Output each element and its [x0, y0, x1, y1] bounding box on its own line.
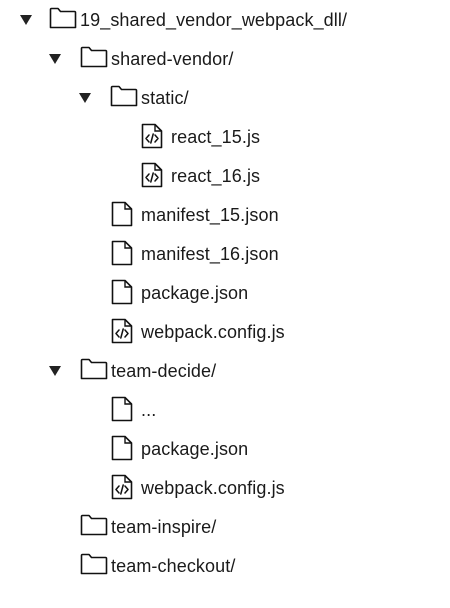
chevron-down-icon[interactable] — [20, 15, 32, 25]
tree-item-label: manifest_15.json — [141, 205, 279, 225]
file-icon — [111, 435, 133, 466]
tree-item-label: react_16.js — [171, 166, 261, 186]
code-file-icon — [111, 474, 133, 505]
file-icon — [111, 201, 133, 232]
tree-item-label: team-inspire/ — [111, 517, 217, 537]
tree-item-label: react_15.js — [171, 127, 261, 147]
tree-item-label: package.json — [141, 283, 249, 303]
folder-icon — [80, 553, 108, 580]
code-file-icon — [141, 162, 163, 193]
file-icon — [111, 240, 133, 271]
tree-item-label: static/ — [141, 88, 189, 108]
folder-icon — [110, 85, 138, 112]
tree-item-label: webpack.config.js — [141, 478, 285, 498]
folder-icon — [80, 514, 108, 541]
tree-item-label: team-checkout/ — [111, 556, 236, 576]
chevron-down-icon[interactable] — [49, 366, 61, 376]
code-file-icon — [111, 318, 133, 349]
tree-item-label: manifest_16.json — [141, 244, 279, 264]
tree-item-label: shared-vendor/ — [111, 49, 234, 69]
tree-item-label: 19_shared_vendor_webpack_dll/ — [80, 10, 348, 30]
file-icon — [111, 396, 133, 427]
chevron-down-icon[interactable] — [49, 54, 61, 64]
tree-item-label: webpack.config.js — [141, 322, 285, 342]
folder-icon — [49, 7, 77, 34]
chevron-down-icon[interactable] — [79, 93, 91, 103]
tree-item-label: ... — [141, 400, 157, 420]
code-file-icon — [141, 123, 163, 154]
tree-item-label: team-decide/ — [111, 361, 217, 381]
tree-item-label: package.json — [141, 439, 249, 459]
folder-icon — [80, 358, 108, 385]
folder-icon — [80, 46, 108, 73]
file-icon — [111, 279, 133, 310]
